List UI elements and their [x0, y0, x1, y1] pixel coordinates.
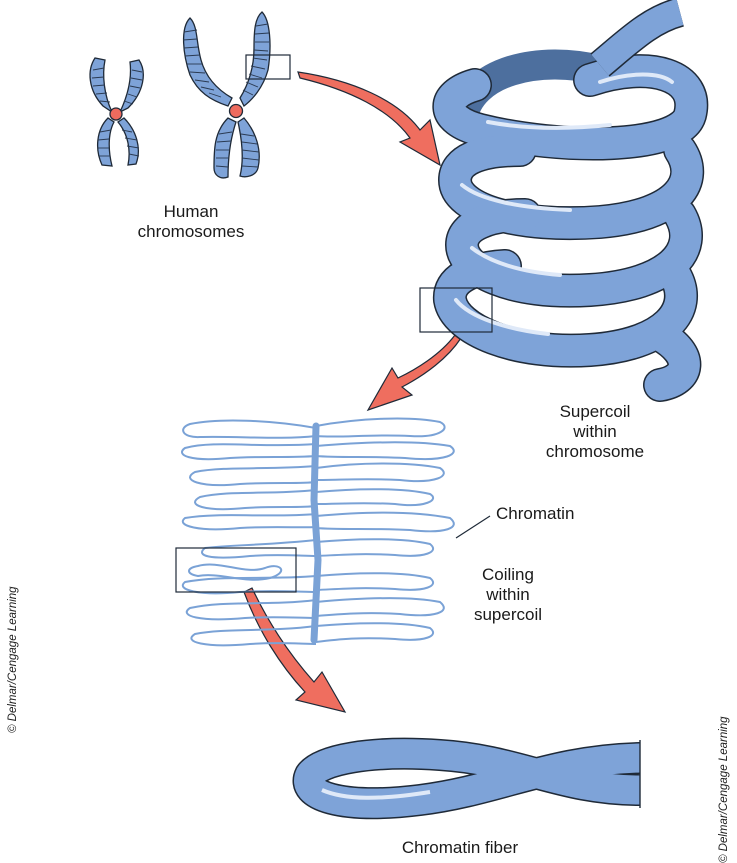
human-chromosomes-label: Human chromosomes: [126, 202, 256, 242]
chromatin-scaffold: [314, 426, 318, 640]
chromatin-fiber-icon: [308, 740, 640, 808]
arrow-icon: [298, 72, 440, 165]
supercoil-line-1: Supercoil: [530, 402, 660, 422]
credit-left: © Delmar/Cengage Learning: [7, 563, 19, 733]
credit-right: © Delmar/Cengage Learning: [718, 693, 730, 863]
arrow-icon: [368, 335, 461, 410]
chromatin-leader-line: [456, 516, 490, 538]
supercoil-line-3: chromosome: [530, 442, 660, 462]
chromatin-label: Chromatin: [496, 504, 574, 524]
supercoil-icon: [449, 12, 691, 385]
coiling-line-1: Coiling: [458, 565, 558, 585]
human-chromosomes-line-1: Human: [126, 202, 256, 222]
arrow-icon: [244, 588, 345, 712]
human-chromosomes-line-2: chromosomes: [126, 222, 256, 242]
supercoil-line-2: within: [530, 422, 660, 442]
large-chromosome-icon: [183, 12, 270, 178]
coiling-label: Coiling within supercoil: [458, 565, 558, 625]
chromatin-fiber-label: Chromatin fiber: [380, 838, 540, 858]
coiling-line-3: supercoil: [458, 605, 558, 625]
coiling-line-2: within: [458, 585, 558, 605]
supercoil-label: Supercoil within chromosome: [530, 402, 660, 462]
small-chromosome-icon: [90, 58, 143, 166]
